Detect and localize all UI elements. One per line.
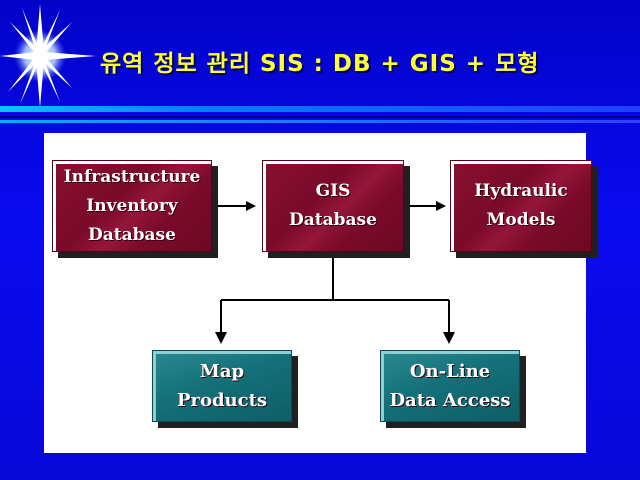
title-divider — [0, 106, 640, 112]
title-divider-lower — [0, 120, 640, 123]
node-label: GIS Database — [289, 181, 377, 230]
title-divider-thin — [0, 116, 640, 118]
node-label: On-Line Data Access — [389, 361, 511, 411]
node-infrastructure-inventory-database: Infrastructure Inventory Database — [52, 160, 212, 252]
node-label: Infrastructure Inventory Database — [63, 166, 201, 245]
node-gis-database: GIS Database — [262, 160, 404, 252]
node-online-data-access: On-Line Data Access — [380, 350, 520, 422]
node-hydraulic-models: Hydraulic Models — [450, 160, 592, 252]
node-label: Hydraulic Models — [474, 181, 568, 230]
starburst-icon — [0, 4, 96, 108]
node-label: Map Products — [176, 361, 268, 411]
slide-title: 유역 정보 관리 SIS : DB + GIS + 모형 — [100, 51, 540, 77]
node-map-products: Map Products — [152, 350, 292, 422]
